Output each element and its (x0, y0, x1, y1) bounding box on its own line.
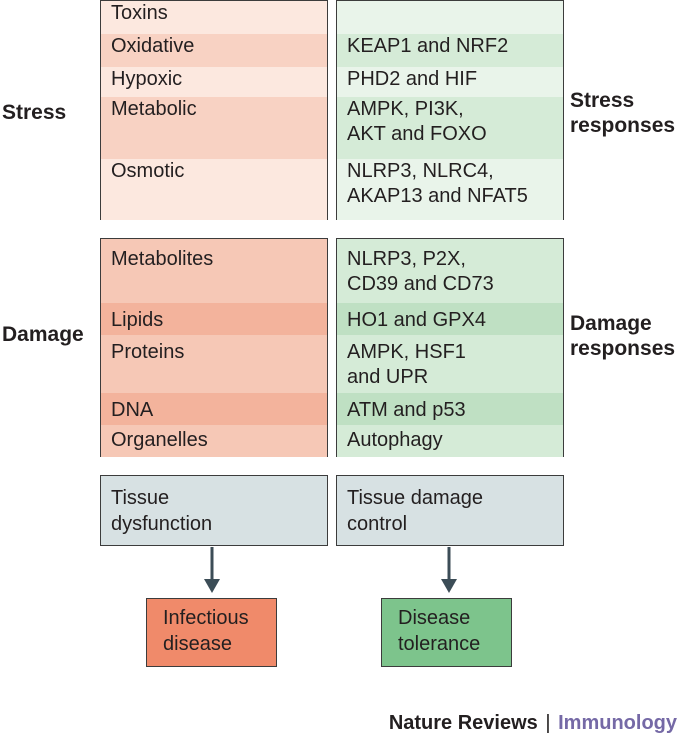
stress-response-row-keap1: KEAP1 and NRF2 (337, 34, 563, 67)
damage-responses-label: Damage responses (570, 312, 676, 360)
stress-row-osmotic: Osmotic (101, 159, 327, 220)
damage-label: Damage (2, 323, 84, 346)
journal-section: Immunology (558, 712, 677, 734)
stress-row-metabolic: Metabolic (101, 97, 327, 159)
stress-label: Stress (2, 101, 67, 124)
stress-row-oxidative: Oxidative (101, 34, 327, 67)
stress-responses-box: KEAP1 and NRF2 PHD2 and HIF AMPK, PI3K,A… (336, 0, 564, 220)
damage-row-organelles: Organelles (101, 425, 327, 457)
damage-response-row-atm: ATM and p53 (337, 393, 563, 425)
footer-separator: | (545, 712, 551, 734)
stress-responses-label: Stress responses (570, 89, 676, 137)
damage-row-lipids: Lipids (101, 303, 327, 335)
stress-types-box: Toxins Oxidative Hypoxic Metabolic Osmot… (100, 0, 328, 220)
journal-name: Nature Reviews (388, 712, 538, 734)
damage-response-row-ho1: HO1 and GPX4 (337, 303, 563, 335)
disease-tolerance-box: Disease tolerance (381, 598, 512, 667)
tissue-dysfunction-box: Tissue dysfunction (100, 475, 328, 546)
damage-types-box: Metabolites Lipids Proteins DNA Organell… (100, 238, 328, 457)
stress-row-toxins: Toxins (101, 1, 327, 34)
stress-response-row-nlrp3: NLRP3, NLRC4,AKAP13 and NFAT5 (337, 159, 563, 220)
arrow-to-tolerance-icon (441, 547, 457, 593)
stress-row-hypoxic: Hypoxic (101, 67, 327, 97)
stress-response-row-ampk: AMPK, PI3K,AKT and FOXO (337, 97, 563, 159)
stress-response-row-blank (337, 1, 563, 34)
arrow-to-infectious-icon (204, 547, 220, 593)
damage-response-row-nlrp3: NLRP3, P2X,CD39 and CD73 (337, 239, 563, 303)
damage-responses-box: NLRP3, P2X,CD39 and CD73 HO1 and GPX4 AM… (336, 238, 564, 457)
journal-footer: Nature Reviews | Immunology (389, 712, 677, 735)
tissue-damage-control-box: Tissue damage control (336, 475, 564, 546)
damage-response-row-autophagy: Autophagy (337, 425, 563, 457)
stress-response-row-phd2: PHD2 and HIF (337, 67, 563, 97)
damage-row-metabolites: Metabolites (101, 239, 327, 303)
damage-row-dna: DNA (101, 393, 327, 425)
infectious-disease-box: Infectious disease (146, 598, 277, 667)
damage-row-proteins: Proteins (101, 335, 327, 393)
